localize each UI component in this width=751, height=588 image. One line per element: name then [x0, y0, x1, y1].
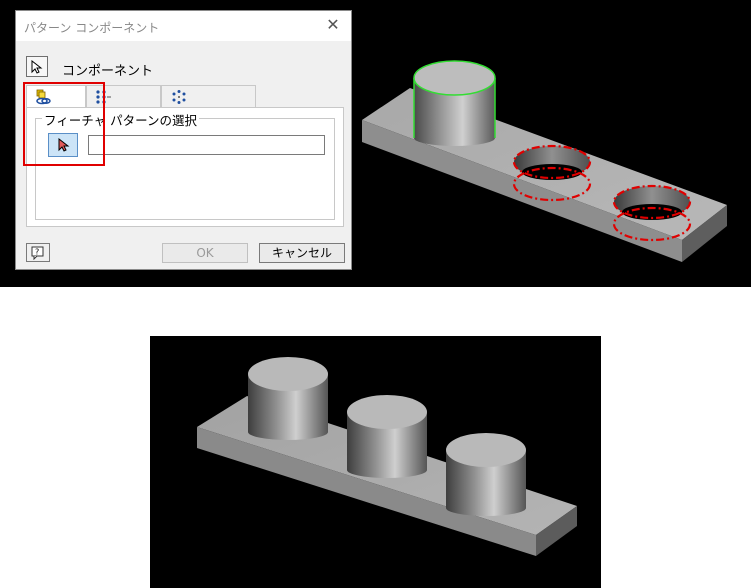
- feature-pattern-group-label: フィーチャ パターンの選択: [42, 110, 199, 129]
- help-button[interactable]: ?: [26, 243, 50, 262]
- associative-pattern-icon: [36, 89, 51, 105]
- feature-pattern-field[interactable]: [88, 135, 325, 155]
- highlight-annotation: [23, 82, 105, 166]
- feature-pattern-group: フィーチャ パターンの選択: [35, 110, 335, 220]
- close-icon[interactable]: ✕: [326, 15, 340, 34]
- component-select-button[interactable]: [26, 56, 48, 77]
- help-icon: ?: [31, 246, 44, 260]
- dialog-titlebar: パターン コンポーネント ✕: [16, 11, 351, 41]
- model-viewport-top[interactable]: パターン コンポーネント ✕ コンポーネント: [0, 0, 751, 287]
- feature-pattern-select-button[interactable]: [48, 133, 78, 157]
- dialog-title: パターン コンポーネント: [24, 21, 160, 35]
- tab-circular-pattern[interactable]: [161, 85, 256, 107]
- tab-panel: フィーチャ パターンの選択: [26, 107, 344, 227]
- arrow-cursor-icon: [31, 60, 43, 74]
- arrow-cursor-icon: [58, 138, 70, 152]
- part-with-boss-and-holes: [362, 60, 727, 262]
- circular-pattern-icon: [172, 90, 186, 104]
- svg-text:?: ?: [35, 248, 39, 257]
- model-viewport-result[interactable]: [150, 336, 601, 588]
- pattern-component-dialog: パターン コンポーネント ✕ コンポーネント: [15, 10, 352, 270]
- component-label: コンポーネント: [62, 64, 154, 79]
- ok-button[interactable]: OK: [162, 243, 248, 263]
- tab-associative-pattern[interactable]: [26, 85, 86, 108]
- part-with-patterned-bosses: [197, 357, 577, 556]
- cancel-button[interactable]: キャンセル: [259, 243, 345, 263]
